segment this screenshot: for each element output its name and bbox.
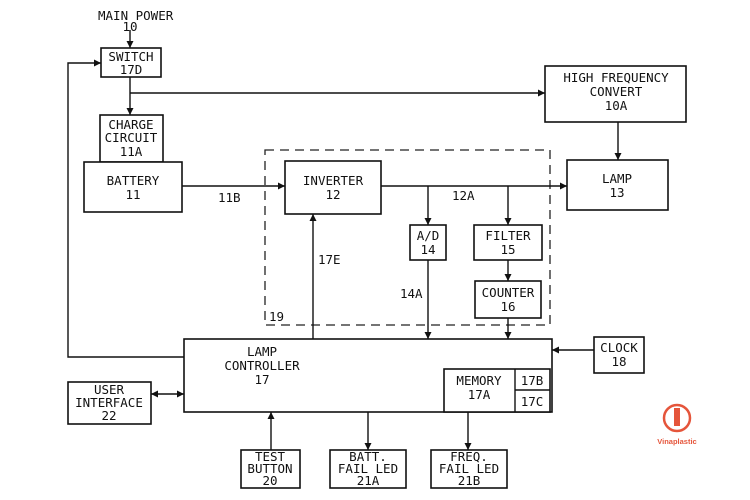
hf-convert-block: HIGH FREQUENCY CONVERT 10A xyxy=(544,65,687,123)
user-interface-block: USER INTERFACE 22 xyxy=(67,381,152,425)
hf-convert-line1: HIGH FREQUENCY xyxy=(563,70,669,85)
lamp-block: LAMP 13 xyxy=(566,159,669,211)
battery-label: BATTERY xyxy=(107,173,160,188)
ad-label: A/D xyxy=(417,228,440,243)
main-power-label: MAIN POWER xyxy=(98,8,174,23)
charge-circuit-line2: CIRCUIT xyxy=(105,130,158,145)
ad-block: A/D 14 xyxy=(409,224,447,261)
user-interface-line2: INTERFACE xyxy=(75,395,143,410)
clock-label: CLOCK xyxy=(600,340,638,355)
inverter-block: INVERTER 12 xyxy=(284,160,382,215)
test-button-ref: 20 xyxy=(262,473,277,488)
watermark-bar-icon xyxy=(674,408,680,426)
filter-block: FILTER 15 xyxy=(473,224,543,261)
charge-circuit-ref: 11A xyxy=(120,144,143,159)
counter-ref: 16 xyxy=(500,299,515,314)
filter-ref: 15 xyxy=(500,242,515,257)
freq-fail-led-block: FREQ. FAIL LED 21B xyxy=(430,449,508,489)
dashed-enclosure xyxy=(264,149,551,326)
signal-label-11b: 11B xyxy=(218,190,241,205)
clock-ref: 18 xyxy=(611,354,626,369)
enclosure-ref-label: 19 xyxy=(269,309,284,324)
test-button-block: TEST BUTTON 20 xyxy=(240,449,301,489)
ad-ref: 14 xyxy=(420,242,435,257)
test-button-line2: BUTTON xyxy=(247,461,292,476)
signal-label-17e: 17E xyxy=(318,252,341,267)
wire-controller-to-switch xyxy=(67,59,185,358)
switch-label: SWITCH xyxy=(108,49,153,64)
memory-cell-17b: 17B xyxy=(521,373,544,388)
battery-ref: 11 xyxy=(125,187,140,202)
batt-fail-led-block: BATT. FAIL LED 21A xyxy=(329,449,407,489)
freq-fail-led-ref: 21B xyxy=(458,473,481,488)
inverter-ref: 12 xyxy=(325,187,340,202)
battery-block: BATTERY 11 xyxy=(83,161,183,213)
memory-ref: 17A xyxy=(468,387,491,402)
clock-block: CLOCK 18 xyxy=(593,336,645,374)
switch-ref: 17D xyxy=(120,62,143,77)
freq-fail-led-line2: FAIL LED xyxy=(439,461,499,476)
batt-fail-led-line2: FAIL LED xyxy=(338,461,398,476)
test-button-line1: TEST xyxy=(255,449,286,464)
memory-block: MEMORY 17A 17B 17C xyxy=(443,368,551,413)
signal-label-14a: 14A xyxy=(400,286,423,301)
freq-fail-led-line1: FREQ. xyxy=(450,449,488,464)
hf-convert-ref: 10A xyxy=(605,98,628,113)
batt-fail-led-ref: 21A xyxy=(357,473,380,488)
user-interface-line1: USER xyxy=(94,382,125,397)
lamp-controller-line2: CONTROLLER xyxy=(224,358,300,373)
charge-circuit-line1: CHARGE xyxy=(108,117,153,132)
inverter-label: INVERTER xyxy=(303,173,364,188)
filter-label: FILTER xyxy=(485,228,531,243)
charge-circuit-block: CHARGE CIRCUIT 11A xyxy=(99,114,164,163)
user-interface-ref: 22 xyxy=(101,408,116,423)
lamp-ref: 13 xyxy=(609,185,624,200)
counter-label: COUNTER xyxy=(482,285,535,300)
hf-convert-line2: CONVERT xyxy=(590,84,643,99)
watermark-text: Vinaplastic xyxy=(657,437,696,446)
signal-label-12a: 12A xyxy=(452,188,475,203)
batt-fail-led-line1: BATT. xyxy=(349,449,387,464)
main-power-ref: 10 xyxy=(122,19,137,34)
memory-label: MEMORY xyxy=(456,373,502,388)
watermark-logo: Vinaplastic xyxy=(657,403,697,446)
switch-block: SWITCH 17D xyxy=(100,47,162,78)
memory-cell-17c: 17C xyxy=(521,394,544,409)
lamp-label: LAMP xyxy=(602,171,632,186)
watermark-ring-icon xyxy=(662,403,692,433)
lamp-controller-ref: 17 xyxy=(254,372,269,387)
lamp-controller-line1: LAMP xyxy=(247,344,277,359)
counter-block: COUNTER 16 xyxy=(474,280,542,319)
